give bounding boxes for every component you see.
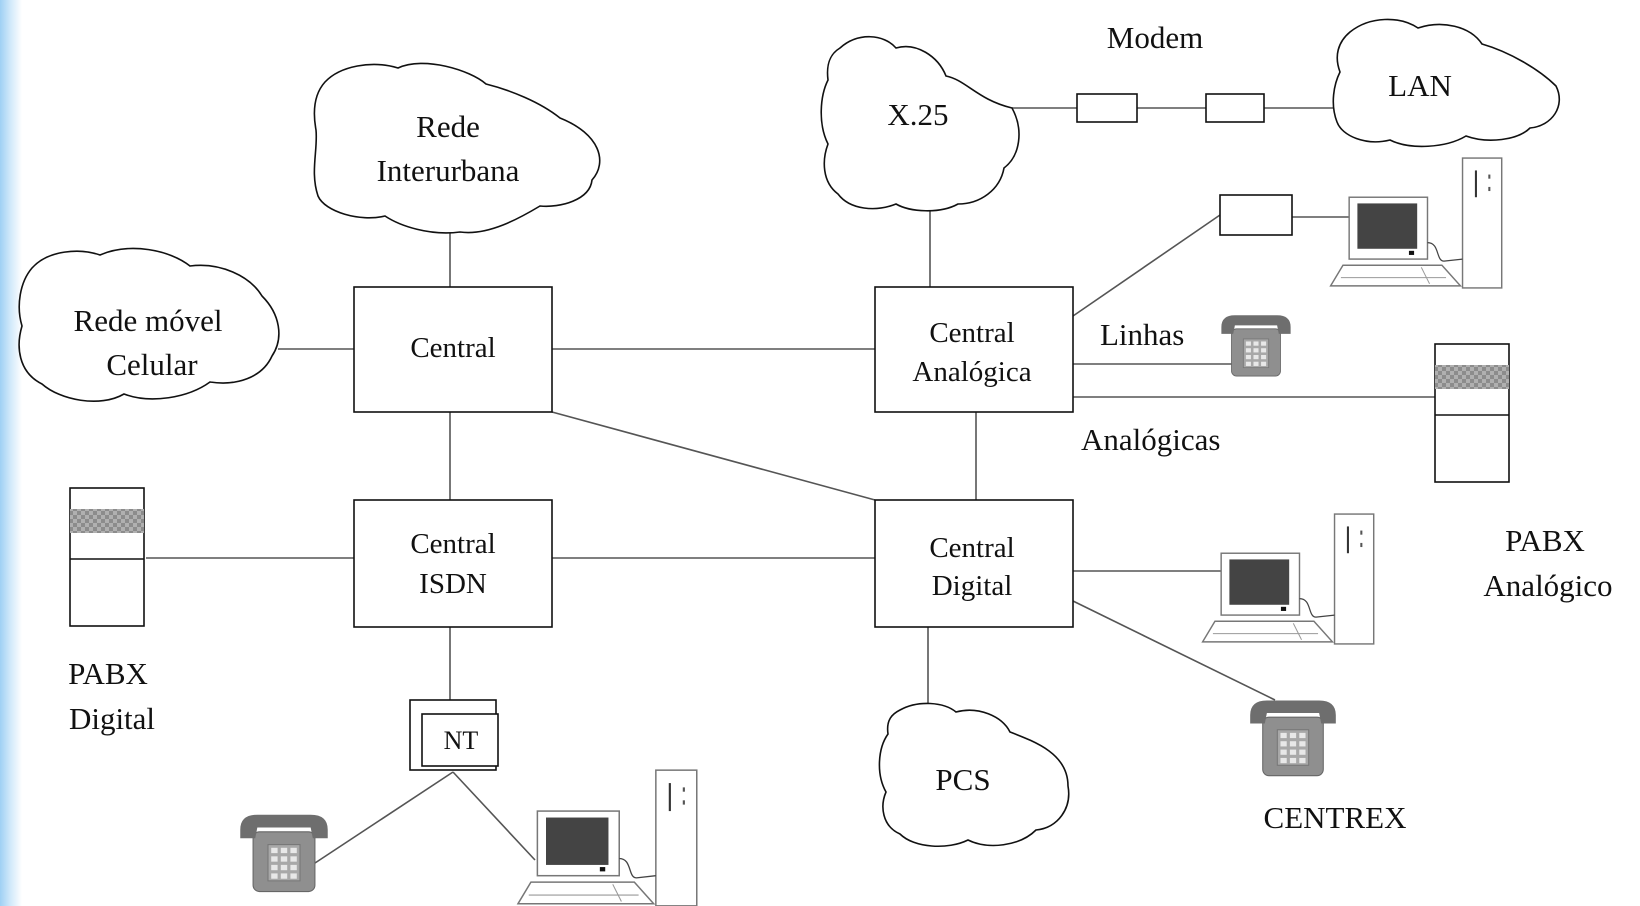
switch-label-line1: Central [410,528,495,560]
telephone-icon [1249,699,1337,777]
computer-icon [516,769,698,906]
computer-icon [1329,157,1503,289]
pabx-analogico: PABX Analógico [1434,343,1613,603]
switch-central-digital: Central Digital [874,499,1074,628]
telephone-icon [239,814,329,893]
pabx-label-line1: PABX [1505,523,1585,558]
cloud-rede-interurbana: Rede Interurbana [313,62,601,234]
centrex: CENTREX [1264,800,1407,835]
modem-label: Modem [1107,20,1203,55]
cloud-label: PCS [935,762,990,797]
cloud-label-line1: Rede [416,109,480,144]
modem-box-right [1205,93,1265,123]
cloud-label: LAN [1388,68,1452,103]
switch-label-line2: ISDN [419,568,487,600]
pabx-label-line1: PABX [68,656,148,691]
cloud-pcs: PCS [878,702,1070,848]
switch-central-analogica: Central Analógica [874,286,1074,413]
computer-icon [1201,513,1375,645]
cloud-label: X.25 [887,97,948,132]
switch-label: Central [410,332,495,364]
switch-label-line2: Analógica [912,356,1031,388]
switch-central-isdn: Central ISDN [353,499,553,628]
cloud-label-line2: Interurbana [377,153,520,188]
cloud-lan: LAN [1332,18,1561,148]
switch-label-line1: Central [929,532,1014,564]
nt-terminal: NT [409,699,499,771]
modem-box-left [1076,93,1138,123]
centrex-label: CENTREX [1264,800,1407,835]
connection-lines [146,107,1436,866]
linhas-label: Linhas [1100,317,1184,352]
cloud-label-line2: Celular [106,347,198,382]
modem-box-analog [1219,194,1293,236]
nt-label: NT [444,726,479,755]
pabx-label-line2: Analógico [1483,568,1612,603]
cloud-x25: X.25 [820,36,1020,212]
telephone-icon [1220,314,1292,377]
switch-central: Central [353,286,553,413]
cloud-label-line1: Rede móvel [74,303,223,338]
analogicas-label: Analógicas [1081,422,1220,457]
switch-label-line2: Digital [932,570,1013,602]
switch-label-line1: Central [929,317,1014,349]
cloud-rede-movel: Rede móvel Celular [18,247,280,402]
pabx-digital: PABX Digital [68,487,155,736]
pabx-label-line2: Digital [69,701,155,736]
